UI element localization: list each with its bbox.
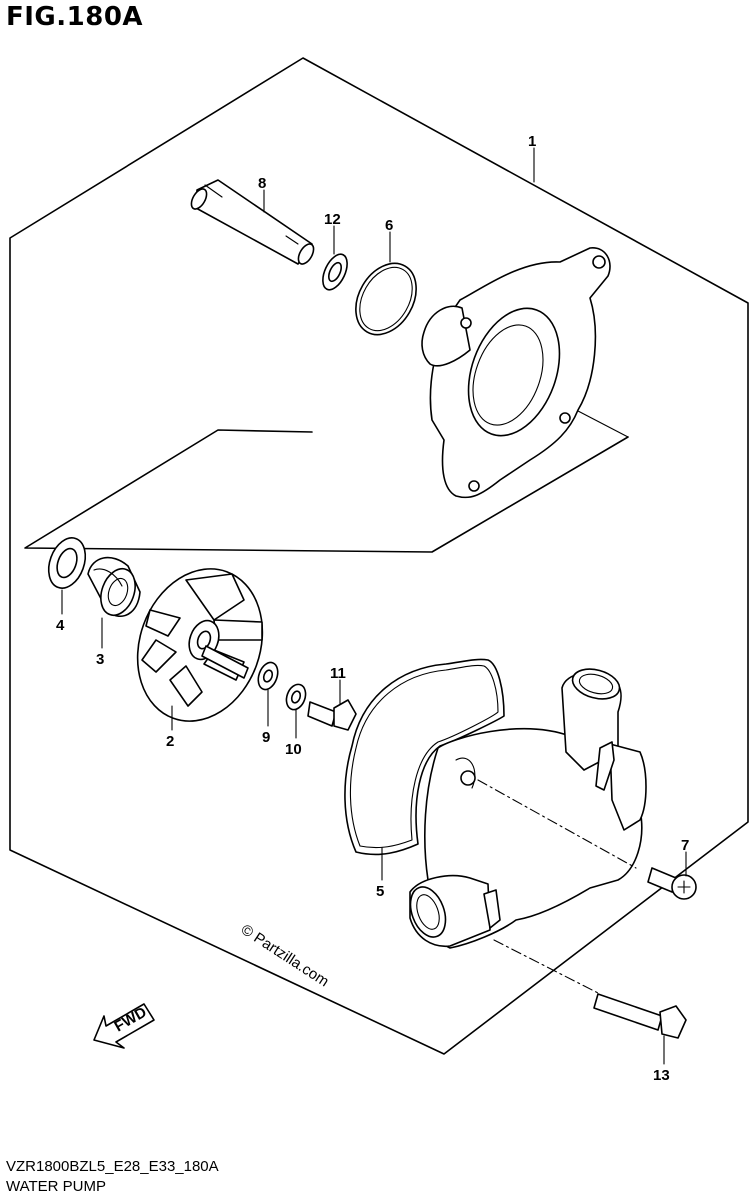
impeller-washer <box>257 661 279 691</box>
callout-7: 7 <box>681 837 689 854</box>
o-ring-large <box>344 658 505 856</box>
callout-3: 3 <box>96 651 104 668</box>
subassembly-boundary <box>24 429 629 553</box>
callout-12: 12 <box>324 211 341 228</box>
impeller <box>136 568 264 722</box>
callout-11: 11 <box>330 665 346 682</box>
mechanical-seal <box>87 556 141 617</box>
case-bolt-small <box>647 867 697 900</box>
figure-name: WATER PUMP <box>6 1178 106 1195</box>
seal-washer <box>285 683 307 711</box>
figure-code: VZR1800BZL5_E28_E33_180A <box>6 1158 219 1175</box>
forward-direction-arrow: FWD <box>93 1003 155 1049</box>
o-ring-small <box>355 262 417 336</box>
callout-13: 13 <box>653 1067 670 1084</box>
pump-cover <box>421 247 611 499</box>
oil-seal <box>47 537 87 589</box>
callout-6: 6 <box>385 217 393 234</box>
callout-5: 5 <box>376 883 384 900</box>
callout-10: 10 <box>285 741 302 758</box>
callout-2: 2 <box>166 733 174 750</box>
water-pump-case <box>409 668 647 949</box>
shaft-washer <box>322 253 348 291</box>
figure-title: FIG.180A <box>6 2 144 32</box>
case-bolt-long <box>593 993 687 1039</box>
impeller-bolt <box>307 699 357 731</box>
leader-lines <box>61 147 687 1065</box>
callout-8: 8 <box>258 175 266 192</box>
pump-shaft <box>190 179 315 265</box>
callout-4: 4 <box>56 617 65 634</box>
callout-1: 1 <box>528 133 536 150</box>
assembly-boundary <box>9 57 749 1055</box>
callout-9: 9 <box>262 729 270 746</box>
